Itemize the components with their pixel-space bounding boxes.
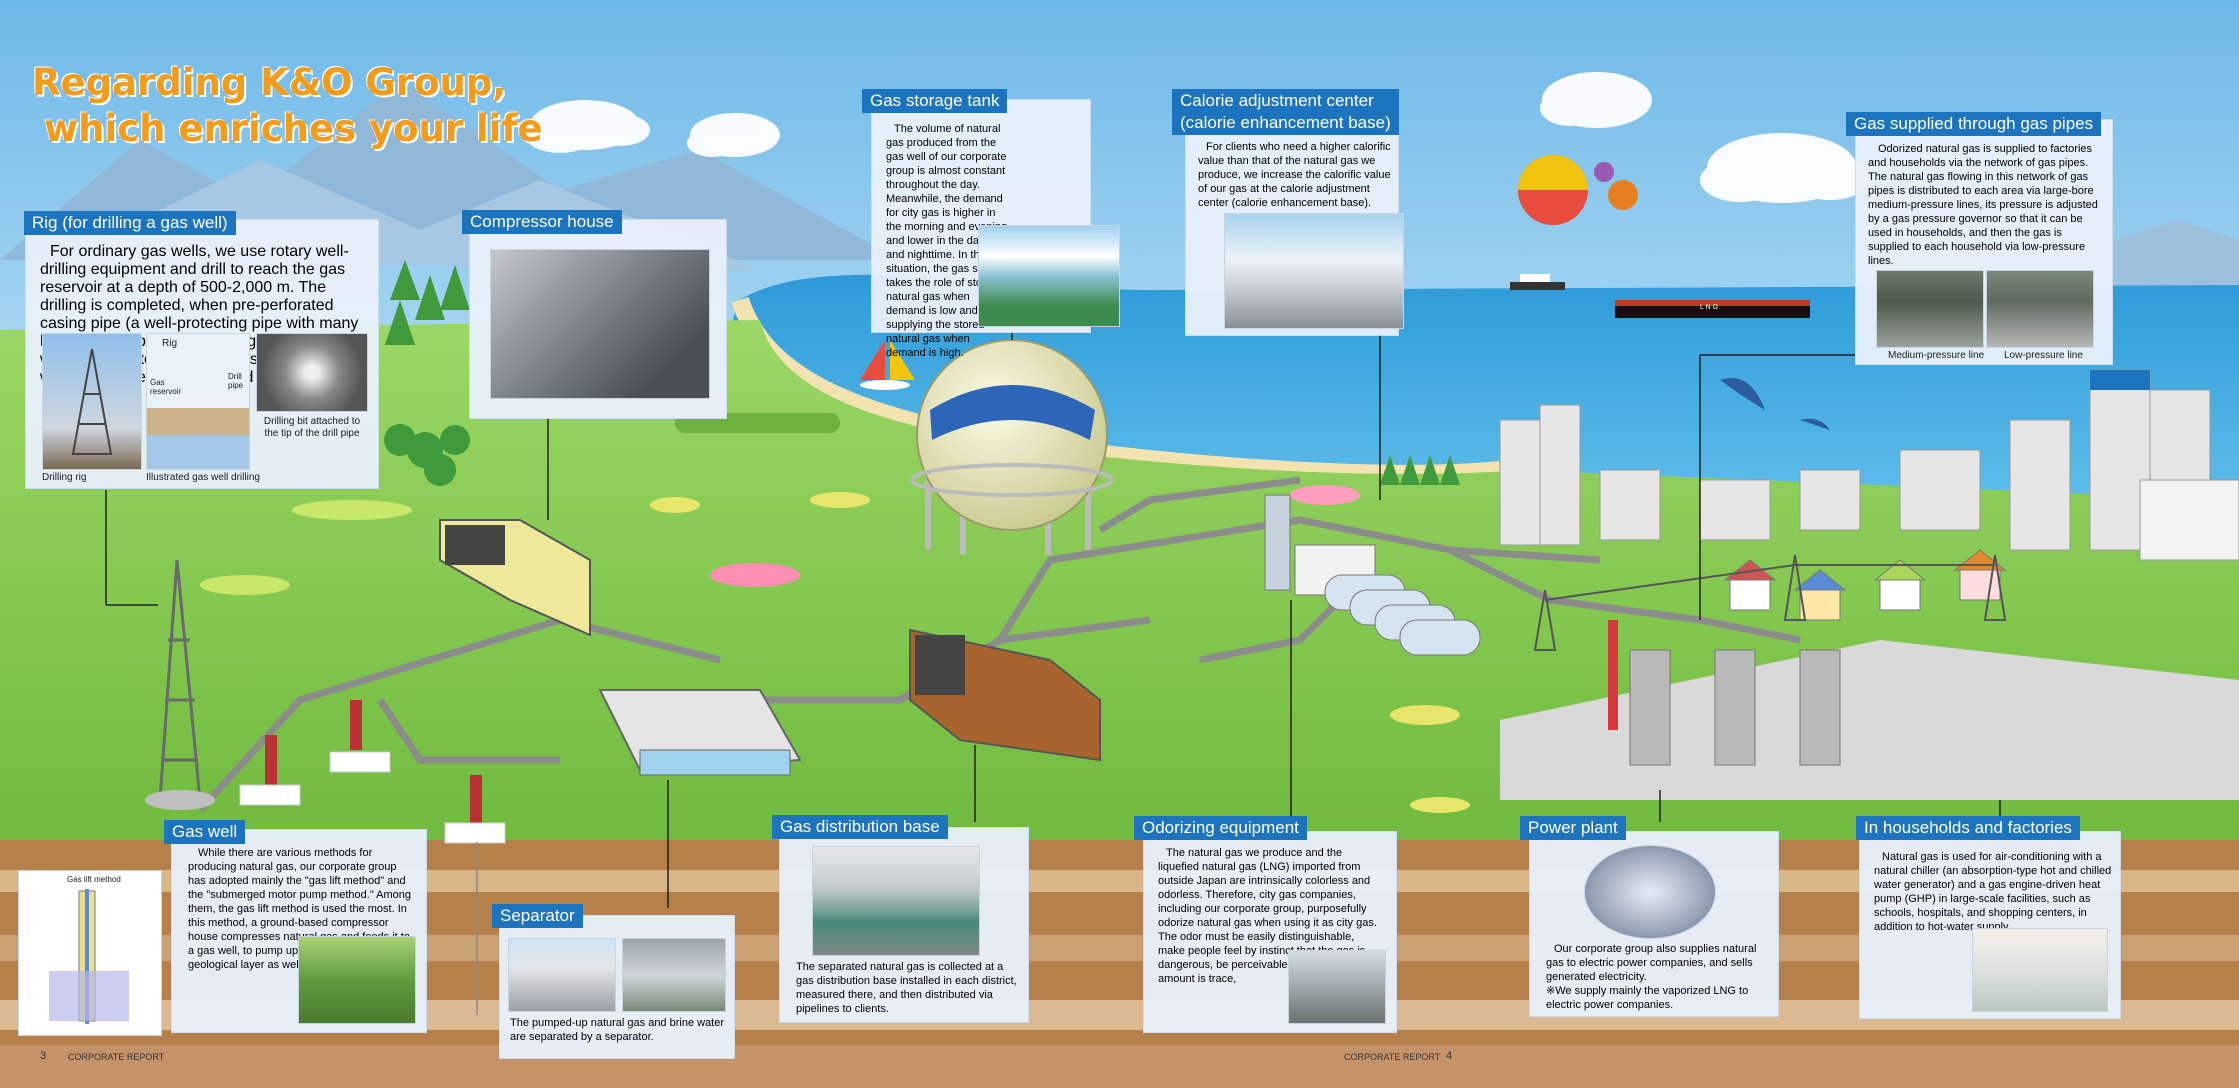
label-rig: Rig: [162, 338, 178, 349]
drilling-rig-photo: [42, 333, 142, 470]
caption-medium-pressure: Medium-pressure line: [1888, 350, 1985, 361]
gas-pipes-text: Odorized natural gas is supplied to fact…: [1868, 143, 2098, 267]
low-pressure-line-photo: [1986, 270, 2094, 348]
title-line-2: which enriches your life: [44, 107, 543, 150]
lng-ship-label: L N G: [1700, 304, 1719, 311]
illustrated-drilling-diagram: [146, 333, 250, 470]
power-plant-photo: [1584, 845, 1716, 939]
gas-pipes-heading: Gas supplied through gas pipes: [1846, 112, 2102, 136]
calorie-heading-line-2: (calorie enhancement base): [1180, 113, 1391, 132]
caption-illustrated-drilling: Illustrated gas well drilling: [146, 472, 260, 483]
gas-well-heading: Gas well: [164, 820, 246, 844]
caption-low-pressure: Low-pressure line: [2004, 350, 2083, 361]
households-text: Natural gas is used for air-conditioning…: [1874, 851, 2112, 933]
caption-drilling-bit: Drilling bit attached to the tip of the …: [263, 416, 361, 439]
label-drill-pipe: Drill pipe: [228, 372, 244, 390]
drilling-bit-photo: [256, 333, 368, 412]
calorie-heading: Calorie adjustment center (calorie enhan…: [1172, 89, 1399, 135]
distribution-photo: [812, 846, 980, 956]
power-plant-heading: Power plant: [1520, 816, 1626, 840]
odorizing-text: The natural gas we produce and the lique…: [1158, 847, 1377, 985]
caption-drilling-rig: Drilling rig: [42, 472, 87, 483]
odorizing-heading: Odorizing equipment: [1134, 816, 1307, 840]
rig-heading: Rig (for drilling a gas well): [24, 211, 236, 235]
calorie-heading-line-1: Calorie adjustment center: [1180, 91, 1374, 110]
compressor-heading: Compressor house: [462, 210, 622, 234]
gas-lift-diagram-title: Gas lift method: [67, 875, 121, 884]
calorie-center-photo: [1224, 213, 1404, 329]
medium-pressure-line-photo: [1876, 270, 1984, 348]
separator-heading: Separator: [492, 904, 583, 928]
households-heading: In households and factories: [1856, 816, 2080, 840]
gas-storage-heading: Gas storage tank: [862, 89, 1008, 113]
gas-storage-text: The volume of natural gas produced from …: [886, 123, 1011, 359]
distribution-heading: Gas distribution base: [772, 815, 948, 839]
label-gas-reservoir: Gas reservoir: [150, 378, 182, 396]
separator-text: The pumped-up natural gas and brine wate…: [510, 1017, 725, 1043]
footer-right-page-number: 4: [1446, 1050, 1453, 1062]
calorie-text: For clients who need a higher calorific …: [1198, 141, 1391, 209]
title-line-1: Regarding K&O Group,: [32, 61, 507, 104]
footer-left-label: CORPORATE REPORT: [68, 1052, 165, 1062]
odorizing-photo: [1288, 950, 1386, 1024]
compressor-photo: [490, 249, 710, 399]
gas-storage-photo: [978, 225, 1120, 327]
page-title: Regarding K&O Group, which enriches your…: [32, 60, 543, 152]
footer-right-label: CORPORATE REPORT: [1344, 1052, 1441, 1062]
households-photo: [1972, 928, 2108, 1012]
distribution-text: The separated natural gas is collected a…: [796, 961, 1017, 1015]
footer-left-page-number: 3: [40, 1050, 47, 1062]
gas-lift-diagram: Gas lift method: [18, 870, 162, 1036]
separator-photo-1: [508, 938, 616, 1012]
separator-photo-2: [622, 938, 726, 1012]
gas-well-photo: [298, 936, 416, 1024]
power-plant-text: Our corporate group also supplies natura…: [1546, 943, 1757, 983]
power-plant-note: ※We supply mainly the vaporized LNG to e…: [1546, 985, 1749, 1011]
